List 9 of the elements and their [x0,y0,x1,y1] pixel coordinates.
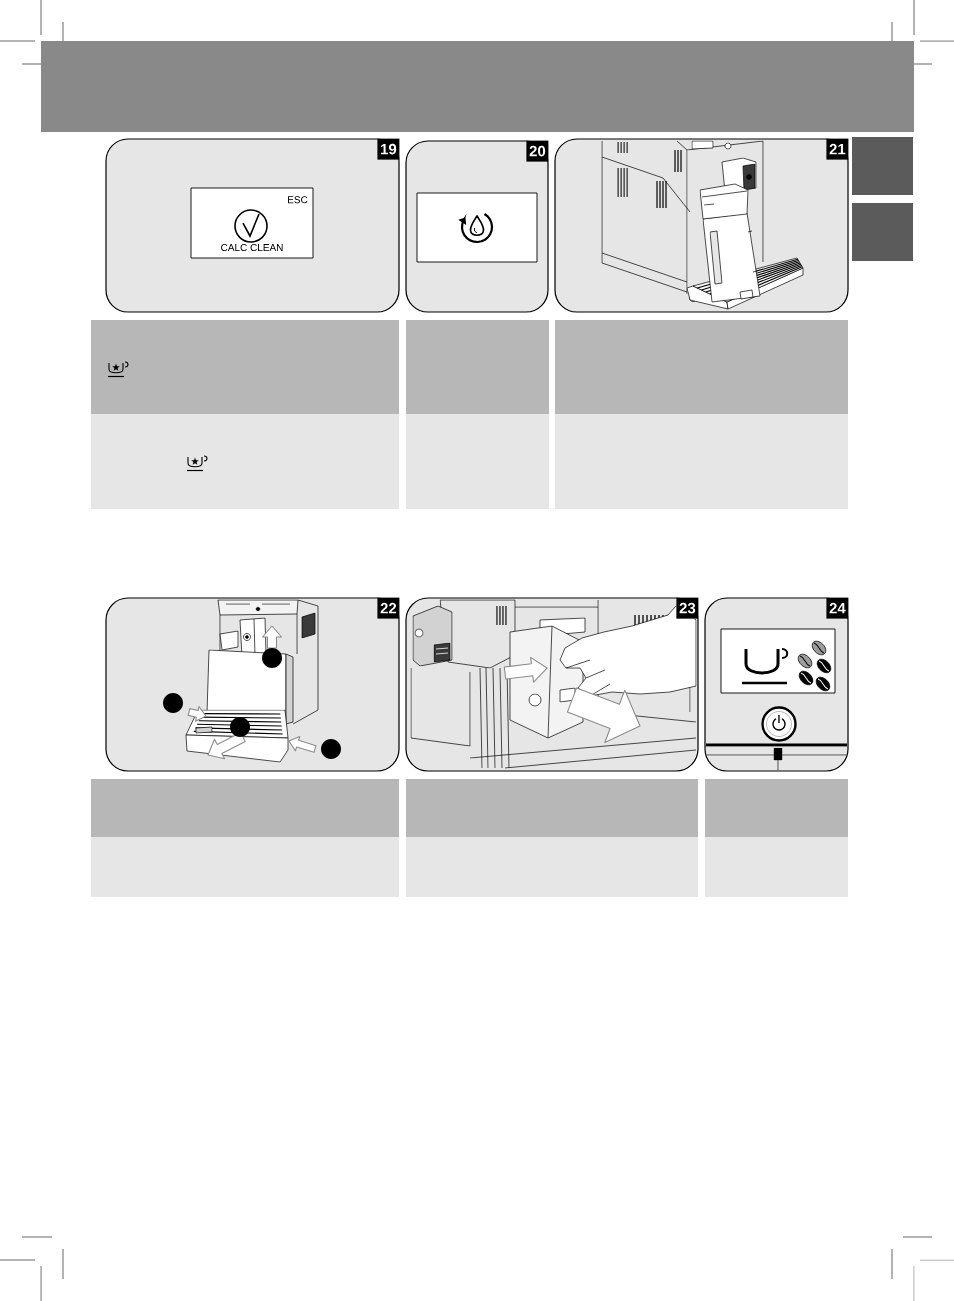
step-badge: 20 [526,140,549,162]
display-screen [416,192,538,263]
step-badge: 22 [377,597,400,619]
step-badge: 21 [826,138,849,160]
step-badge: 19 [377,138,400,160]
step-badge: 23 [676,597,699,619]
step-badge: 24 [826,597,849,619]
screen-text: CALC CLEAN [221,244,283,252]
screen-text: ESC [288,196,308,204]
